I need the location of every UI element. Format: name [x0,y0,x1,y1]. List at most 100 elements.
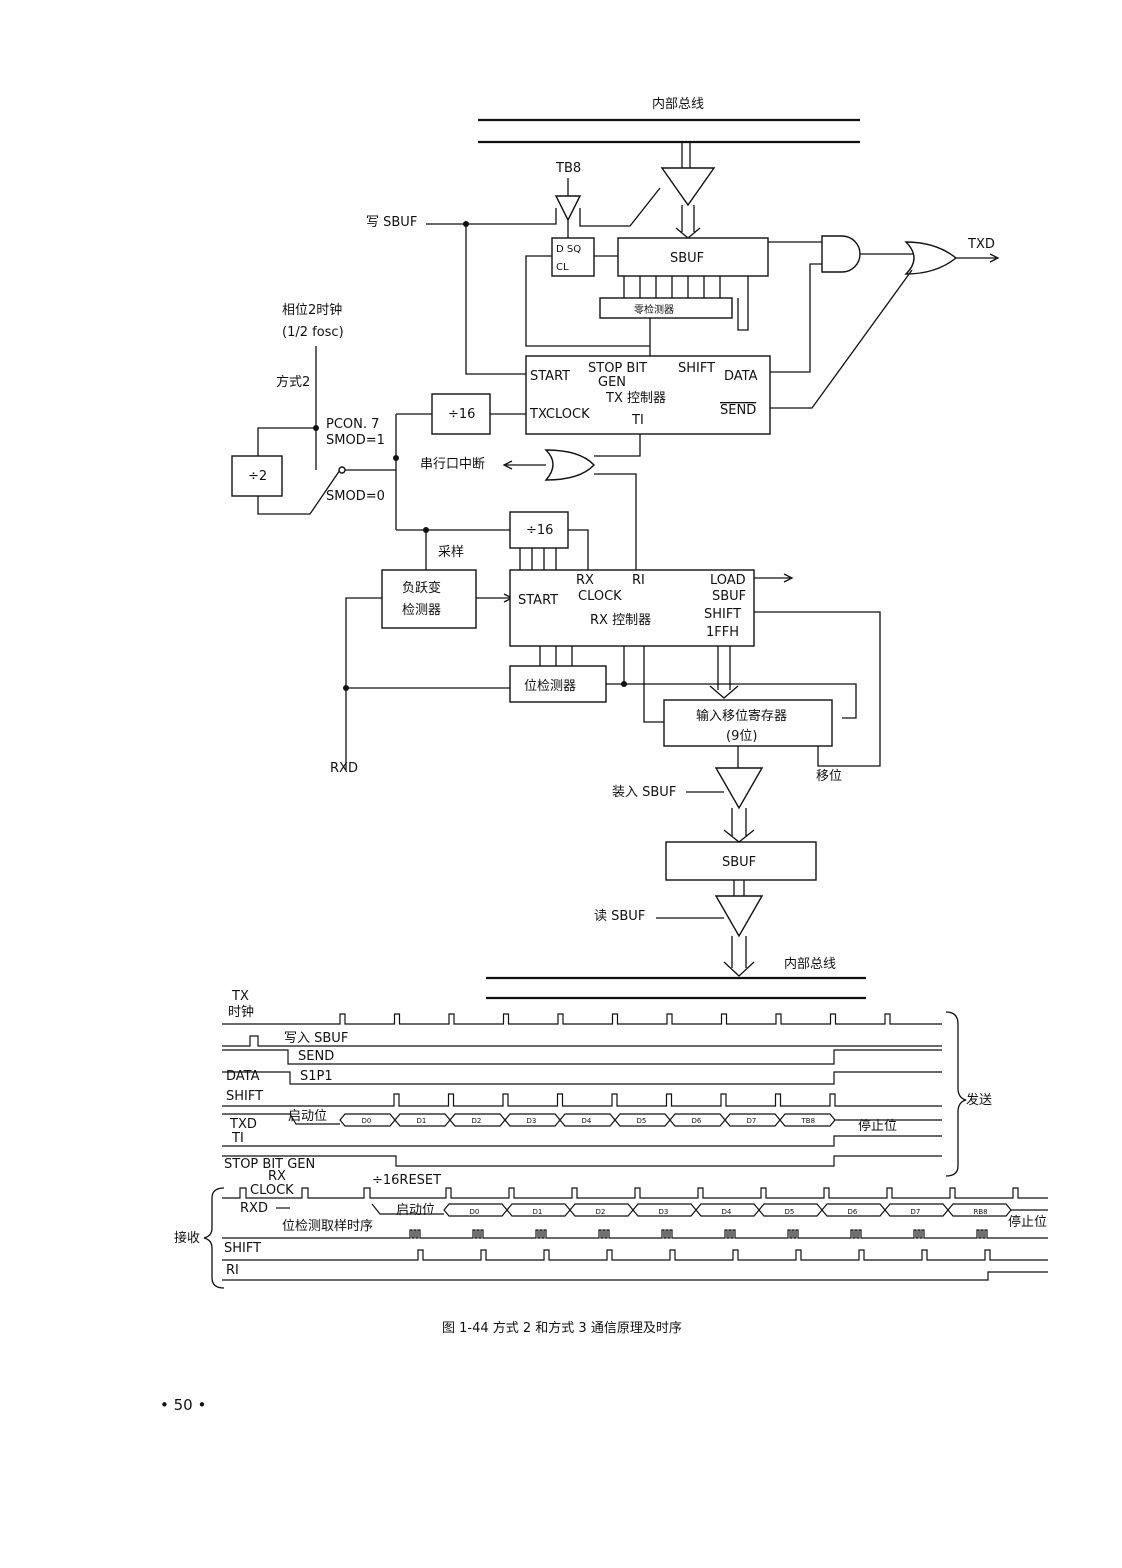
timing-rx-bit-label: D0 [470,1208,480,1216]
rx-controller [509,569,755,647]
load-to-sbuf-arrow [723,808,755,843]
rx-ri-label: RI [632,573,645,588]
read-to-bus-arrow [723,936,755,977]
dff-cl-label: CL [556,262,569,273]
timing-shift-wave [222,1093,942,1107]
receive-brace [203,1187,225,1289]
rx-div16 [509,511,569,549]
timing-reset-label: ÷16RESET [372,1173,441,1188]
buffer-to-sbuf-arrow [675,205,701,239]
timing-tx-bit-label: D1 [417,1117,427,1125]
timing-rx-bit-label: RB8 [974,1208,988,1216]
zero-detector-lines [649,276,749,356]
mode2-label: 方式2 [276,374,310,390]
to-div2-line [257,427,316,456]
tx-start-label: START [530,369,570,384]
neg-edge-to-rx [476,593,514,603]
timing-tx-bit-label: D2 [472,1117,482,1125]
timing-txd-label: TXD [229,1117,257,1132]
timing-rx-bit-label: D7 [911,1208,921,1216]
switch-contact [338,466,346,474]
timing-write-sbuf-label: 写入 SBUF [284,1031,348,1046]
timing-tx-bit-label: D0 [362,1117,372,1125]
phase-clock-label: 相位2时钟 [282,302,342,318]
fosc-label: (1/2 fosc) [282,325,344,340]
send-to-or [770,269,913,409]
timing-rx-bit-label: D4 [722,1208,732,1216]
timing-rxd-label: RXD [240,1201,268,1216]
shift-label: 移位 [816,769,842,784]
rx-clock-label: CLOCK [578,589,622,604]
timing-bit-sample-label: 位检测取样时序 [282,1219,373,1234]
rx-sbuf-label: SBUF [712,589,746,604]
timing-ri-wave [222,1271,1048,1281]
rx-feedback-lines [623,646,664,723]
tx-div16 [431,393,491,435]
tx-shift-label: SHIFT [678,361,715,376]
timing-tx-bit-label: TB8 [801,1117,816,1125]
tx-div16-lines [395,413,526,530]
txd-label: TXD [967,237,995,252]
serial-interrupt-or [544,449,595,481]
bit-detector-label: 位检测器 [524,679,576,694]
rx-shift-label: SHIFT [704,607,741,622]
tx-sbuf-register [617,237,769,277]
timing-shift-label: SHIFT [226,1089,263,1104]
pcon7-label: PCON. 7 [326,417,379,432]
shift-reg-bits-label: (9位) [726,729,757,744]
shift-reg-label: 输入移位寄存器 [696,708,787,724]
timing-tx-bit-label: D5 [637,1117,647,1125]
load-sbuf-out [754,573,794,583]
bus-top-label: 内部总线 [652,96,704,112]
serial-interrupt-label: 串行口中断 [420,457,485,472]
timing-tx-bit-label: D7 [747,1117,757,1125]
timing-rx-shift-label: SHIFT [224,1241,261,1256]
timing-txd-lead [222,1113,340,1125]
tx-sbuf-label: SBUF [670,251,704,266]
timing-ti-label: TI [231,1131,244,1146]
data-to-and [770,263,822,373]
timing-send-label: SEND [298,1049,334,1064]
switch-node [393,455,399,461]
rx-start-label: START [518,593,558,608]
rx-sbuf-register [665,841,817,881]
timing-tx-clock-label-2: 时钟 [228,1004,254,1020]
timing-rx-bit-label: D3 [659,1208,669,1216]
rx-sbuf-reg-label: SBUF [722,855,756,870]
txd-output [956,253,1000,263]
page-number: • 50 • [160,1396,206,1414]
smod0-label: SMOD=0 [326,489,385,504]
shift-loop [754,611,881,767]
dff-dsq-label: D SQ [556,244,581,255]
timing-rx-clock-label-1: RX [268,1169,286,1184]
write-to-start-line [465,224,526,375]
neg-edge-label-1: 负跃变 [402,580,441,596]
div2-switch [257,469,396,515]
read-sbuf-buffer [714,895,764,938]
rx-div16-label: ÷16 [526,523,553,538]
timing-send-wave [222,1049,942,1065]
timing-tx-stop-bit: 停止位 [858,1118,897,1134]
bus-bottom-label: 内部总线 [784,956,836,972]
send-label: 发送 [966,1092,992,1108]
timing-stopbit-gen-label: STOP BIT GEN [224,1157,315,1172]
timing-tx-clock-label-1: TX [231,989,249,1004]
rx-load-label: LOAD [710,573,746,588]
tx-ti-label: TI [631,413,644,428]
write-sbuf-label: 写 SBUF [366,215,417,230]
tb8-buffer [554,195,582,222]
write-sbuf-line [426,208,557,225]
tx-controller [525,355,771,435]
timing-data-label: DATA [226,1069,260,1084]
tx-clock-label: TXCLOCK [529,407,590,422]
tx-div16-label: ÷16 [448,407,475,422]
timing-rxd-lead [371,1203,444,1215]
dff-clear-loop [525,255,650,347]
timing-rx-bit-label: D6 [848,1208,858,1216]
txd-or-gate [904,241,958,275]
bit-detector-out [606,683,857,719]
timing-rx-stop-bit: 停止位 [1008,1214,1047,1230]
